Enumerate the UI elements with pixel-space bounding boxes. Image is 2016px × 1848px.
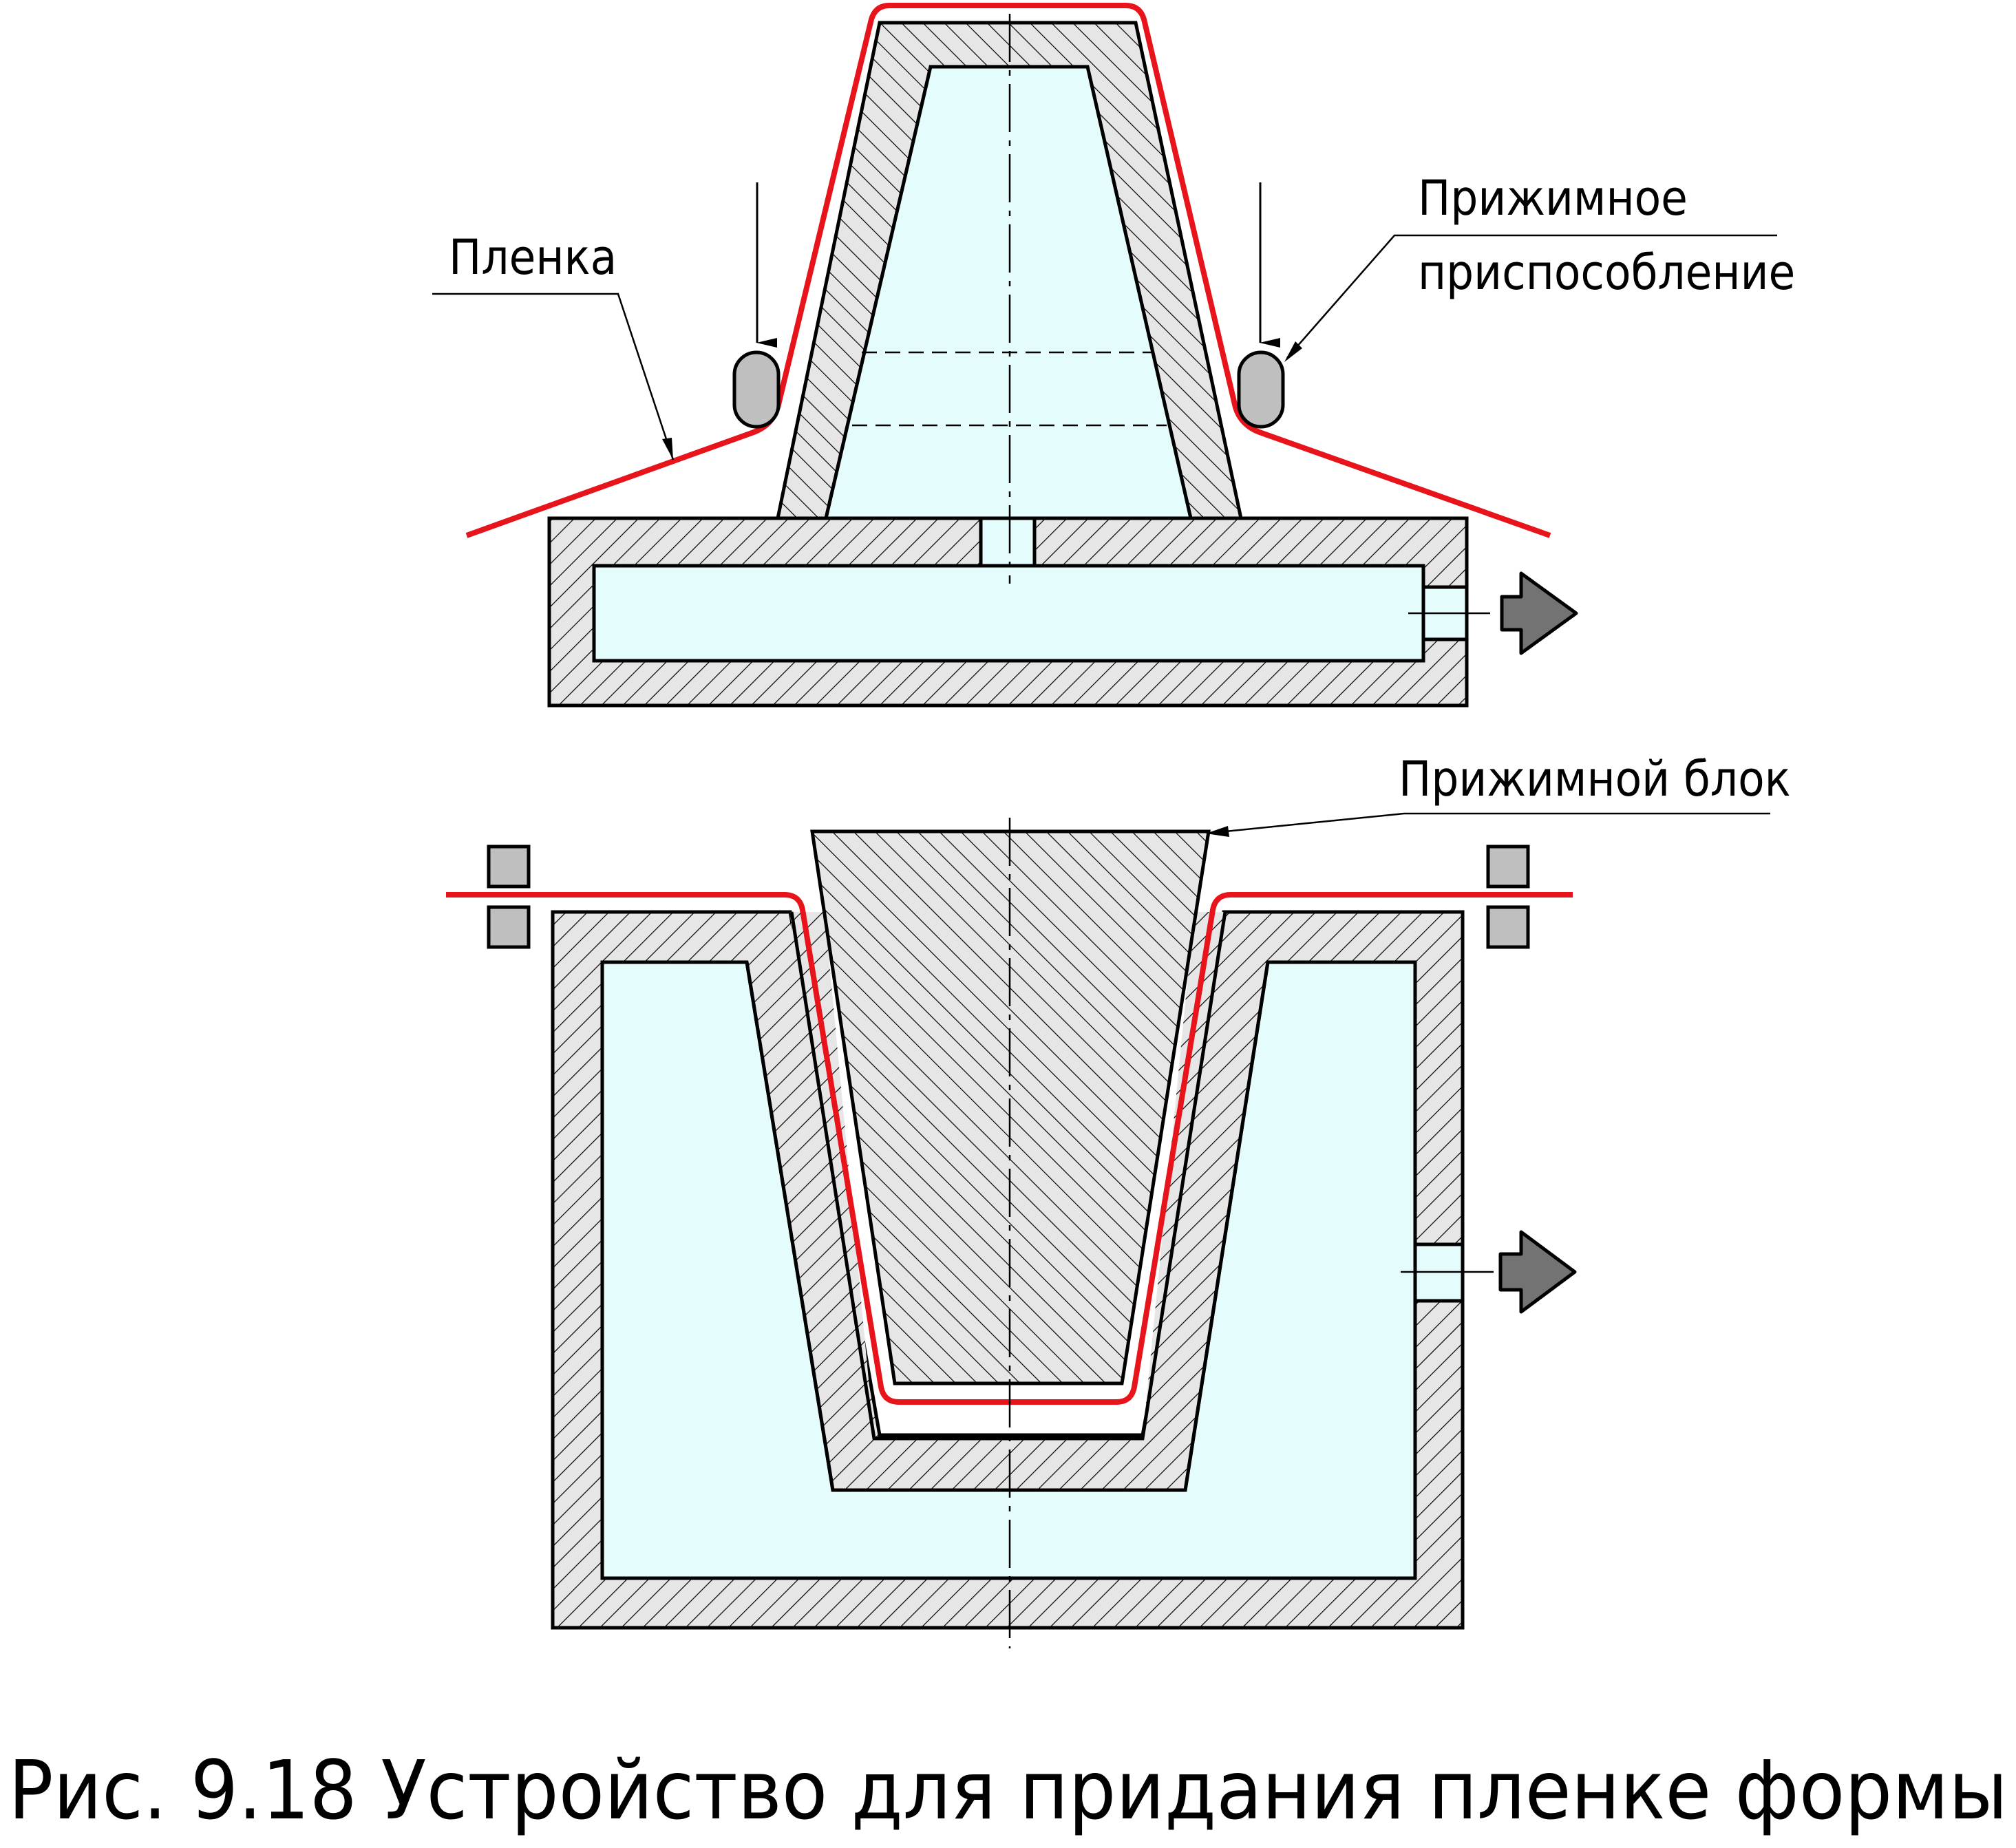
bottom-mould-assembly xyxy=(446,818,1577,1648)
top-vacuum-channel xyxy=(979,516,1037,568)
left-lower-clamp xyxy=(487,905,531,949)
clamp-leader-arrow-icon xyxy=(1284,341,1302,362)
left-upper-clamp xyxy=(487,845,531,889)
press-block-leader-line xyxy=(1211,812,1770,834)
left-clamp-roller xyxy=(732,350,781,429)
top-mould-cavity xyxy=(823,65,1193,520)
top-mould-assembly xyxy=(465,3,1578,708)
film-leader-arrow-icon xyxy=(662,438,673,460)
bottom-mould-trough-wall xyxy=(790,912,1224,1490)
clamp-leader-line xyxy=(1286,234,1777,359)
film-leader-line xyxy=(432,293,675,460)
figure-caption: Рис. 9.18 Устройство для придания пленке… xyxy=(8,1743,2008,1838)
bottom-mould-inner-outline xyxy=(789,911,1227,1441)
bottom-suction-arrow-icon xyxy=(1498,1230,1577,1314)
right-upper-clamp xyxy=(1486,845,1530,889)
top-vacuum-chamber xyxy=(592,564,1425,663)
right-clamp-roller xyxy=(1237,350,1285,429)
film-label: Пленка xyxy=(449,229,617,286)
clamp-label-line2: приспособление xyxy=(1418,244,1795,301)
top-suction-arrow-icon xyxy=(1500,571,1578,655)
bottom-film xyxy=(446,892,1573,1405)
top-leaders xyxy=(432,234,1777,460)
bottom-leaders xyxy=(1206,812,1770,837)
right-lower-clamp xyxy=(1486,905,1530,949)
press-block-label: Прижимной блок xyxy=(1399,751,1791,807)
press-block-leader-arrow-icon xyxy=(1206,826,1229,837)
clamp-label-line1: Прижимное xyxy=(1418,170,1688,226)
